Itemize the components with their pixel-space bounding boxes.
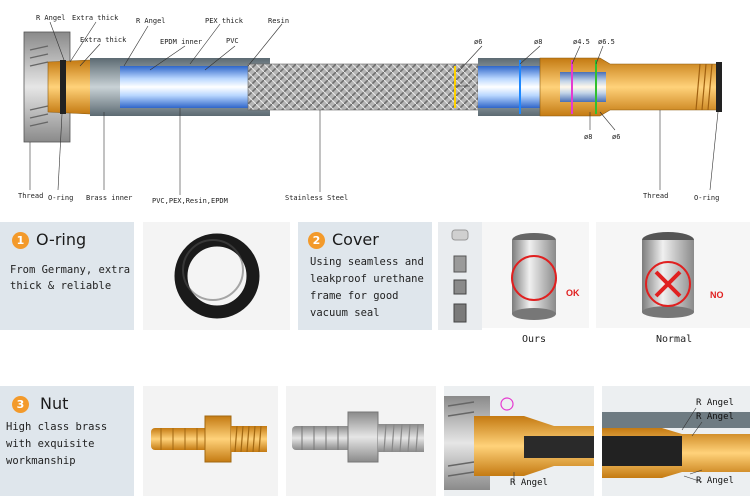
cover-title: Cover bbox=[332, 230, 379, 249]
label-pvc-pex-resin-epdm: PVC,PEX,Resin,EPDM bbox=[152, 197, 228, 205]
brass-nut-photo bbox=[143, 386, 278, 496]
brass-nut-image bbox=[151, 415, 267, 463]
oring-photo bbox=[143, 222, 290, 330]
normal-caption: Normal bbox=[656, 334, 693, 345]
r-angel-label-3: R Angel bbox=[696, 412, 734, 422]
label-pvc: PVC bbox=[226, 37, 239, 45]
nut-info-panel: 3 Nut High class brass with exquisite wo… bbox=[0, 386, 134, 496]
label-thread-right: Thread bbox=[643, 192, 669, 200]
label-dia-6-top: ø6 bbox=[474, 38, 483, 46]
label-extra-thick-1: Extra thick bbox=[72, 14, 119, 22]
nickel-nut-photo bbox=[286, 386, 436, 496]
label-stainless-steel: Stainless Steel bbox=[285, 194, 349, 202]
nut-number-badge: 3 bbox=[12, 396, 29, 413]
label-thread-left: Thread bbox=[18, 192, 44, 200]
label-resin: Resin bbox=[268, 17, 290, 25]
no-label: NO bbox=[710, 290, 724, 300]
cover-thumbnails bbox=[438, 222, 482, 330]
label-dia-6-bottom: ø6 bbox=[612, 133, 621, 141]
cover-normal-photo: NO bbox=[596, 222, 750, 328]
label-extra-thick-2: Extra thick bbox=[80, 36, 127, 44]
oring-image bbox=[174, 233, 260, 319]
r-angel-label-1: R Angel bbox=[510, 478, 548, 488]
cover-thumbnail-images bbox=[451, 229, 469, 323]
cover-normal-image bbox=[642, 232, 694, 318]
nickel-nut-image bbox=[292, 411, 424, 463]
label-pex-thick: PEX thick bbox=[205, 17, 243, 25]
label-r-angel-2: R Angel bbox=[136, 17, 166, 25]
oring-info-panel: 1 O-ring From Germany, extra thick & rel… bbox=[0, 222, 134, 330]
oring-title: O-ring bbox=[36, 230, 87, 249]
nut-r-angle-detail-right: R Angel R Angel R Angel bbox=[602, 386, 750, 496]
cover-ours-photo: OK bbox=[482, 222, 589, 328]
nut-detail-right-image bbox=[602, 407, 750, 483]
oring-number-badge: 1 bbox=[12, 232, 29, 249]
nut-description: High class brass with exquisite workmans… bbox=[6, 421, 108, 467]
label-dia-8-bottom: ø8 bbox=[584, 133, 593, 141]
cover-description: Using seamless and leakproof urethane fr… bbox=[310, 256, 424, 319]
cover-info-panel: 2 Cover Using seamless and leakproof ure… bbox=[298, 222, 432, 330]
nut-title: Nut bbox=[40, 394, 69, 413]
label-dia-4-5-top: ø4.5 bbox=[573, 38, 590, 46]
ok-label: OK bbox=[566, 288, 580, 298]
label-dia-8-top: ø8 bbox=[534, 38, 543, 46]
label-r-angel-1: R Angel bbox=[36, 14, 66, 22]
ours-caption: Ours bbox=[522, 334, 547, 345]
r-angel-label-2: R Angel bbox=[696, 398, 734, 408]
cover-ours-image bbox=[511, 233, 557, 320]
label-o-ring-right: O-ring bbox=[694, 194, 720, 202]
nut-r-angle-detail-left: R Angel bbox=[444, 386, 594, 496]
label-o-ring-left: O-ring bbox=[48, 194, 74, 202]
oring-description: From Germany, extra thick & reliable bbox=[10, 264, 131, 292]
label-epdm-inner: EPDM inner bbox=[160, 38, 203, 46]
label-dia-6-5-top: ø6.5 bbox=[598, 38, 615, 46]
hose-cross-section-diagram: R Angel Extra thick Extra thick R Angel … bbox=[0, 0, 750, 215]
r-angel-label-4: R Angel bbox=[696, 476, 734, 486]
nut-detail-left-image bbox=[444, 396, 594, 490]
label-brass-inner: Brass inner bbox=[86, 194, 133, 202]
hose-diagram-graphic bbox=[23, 21, 722, 195]
cover-number-badge: 2 bbox=[308, 232, 325, 249]
